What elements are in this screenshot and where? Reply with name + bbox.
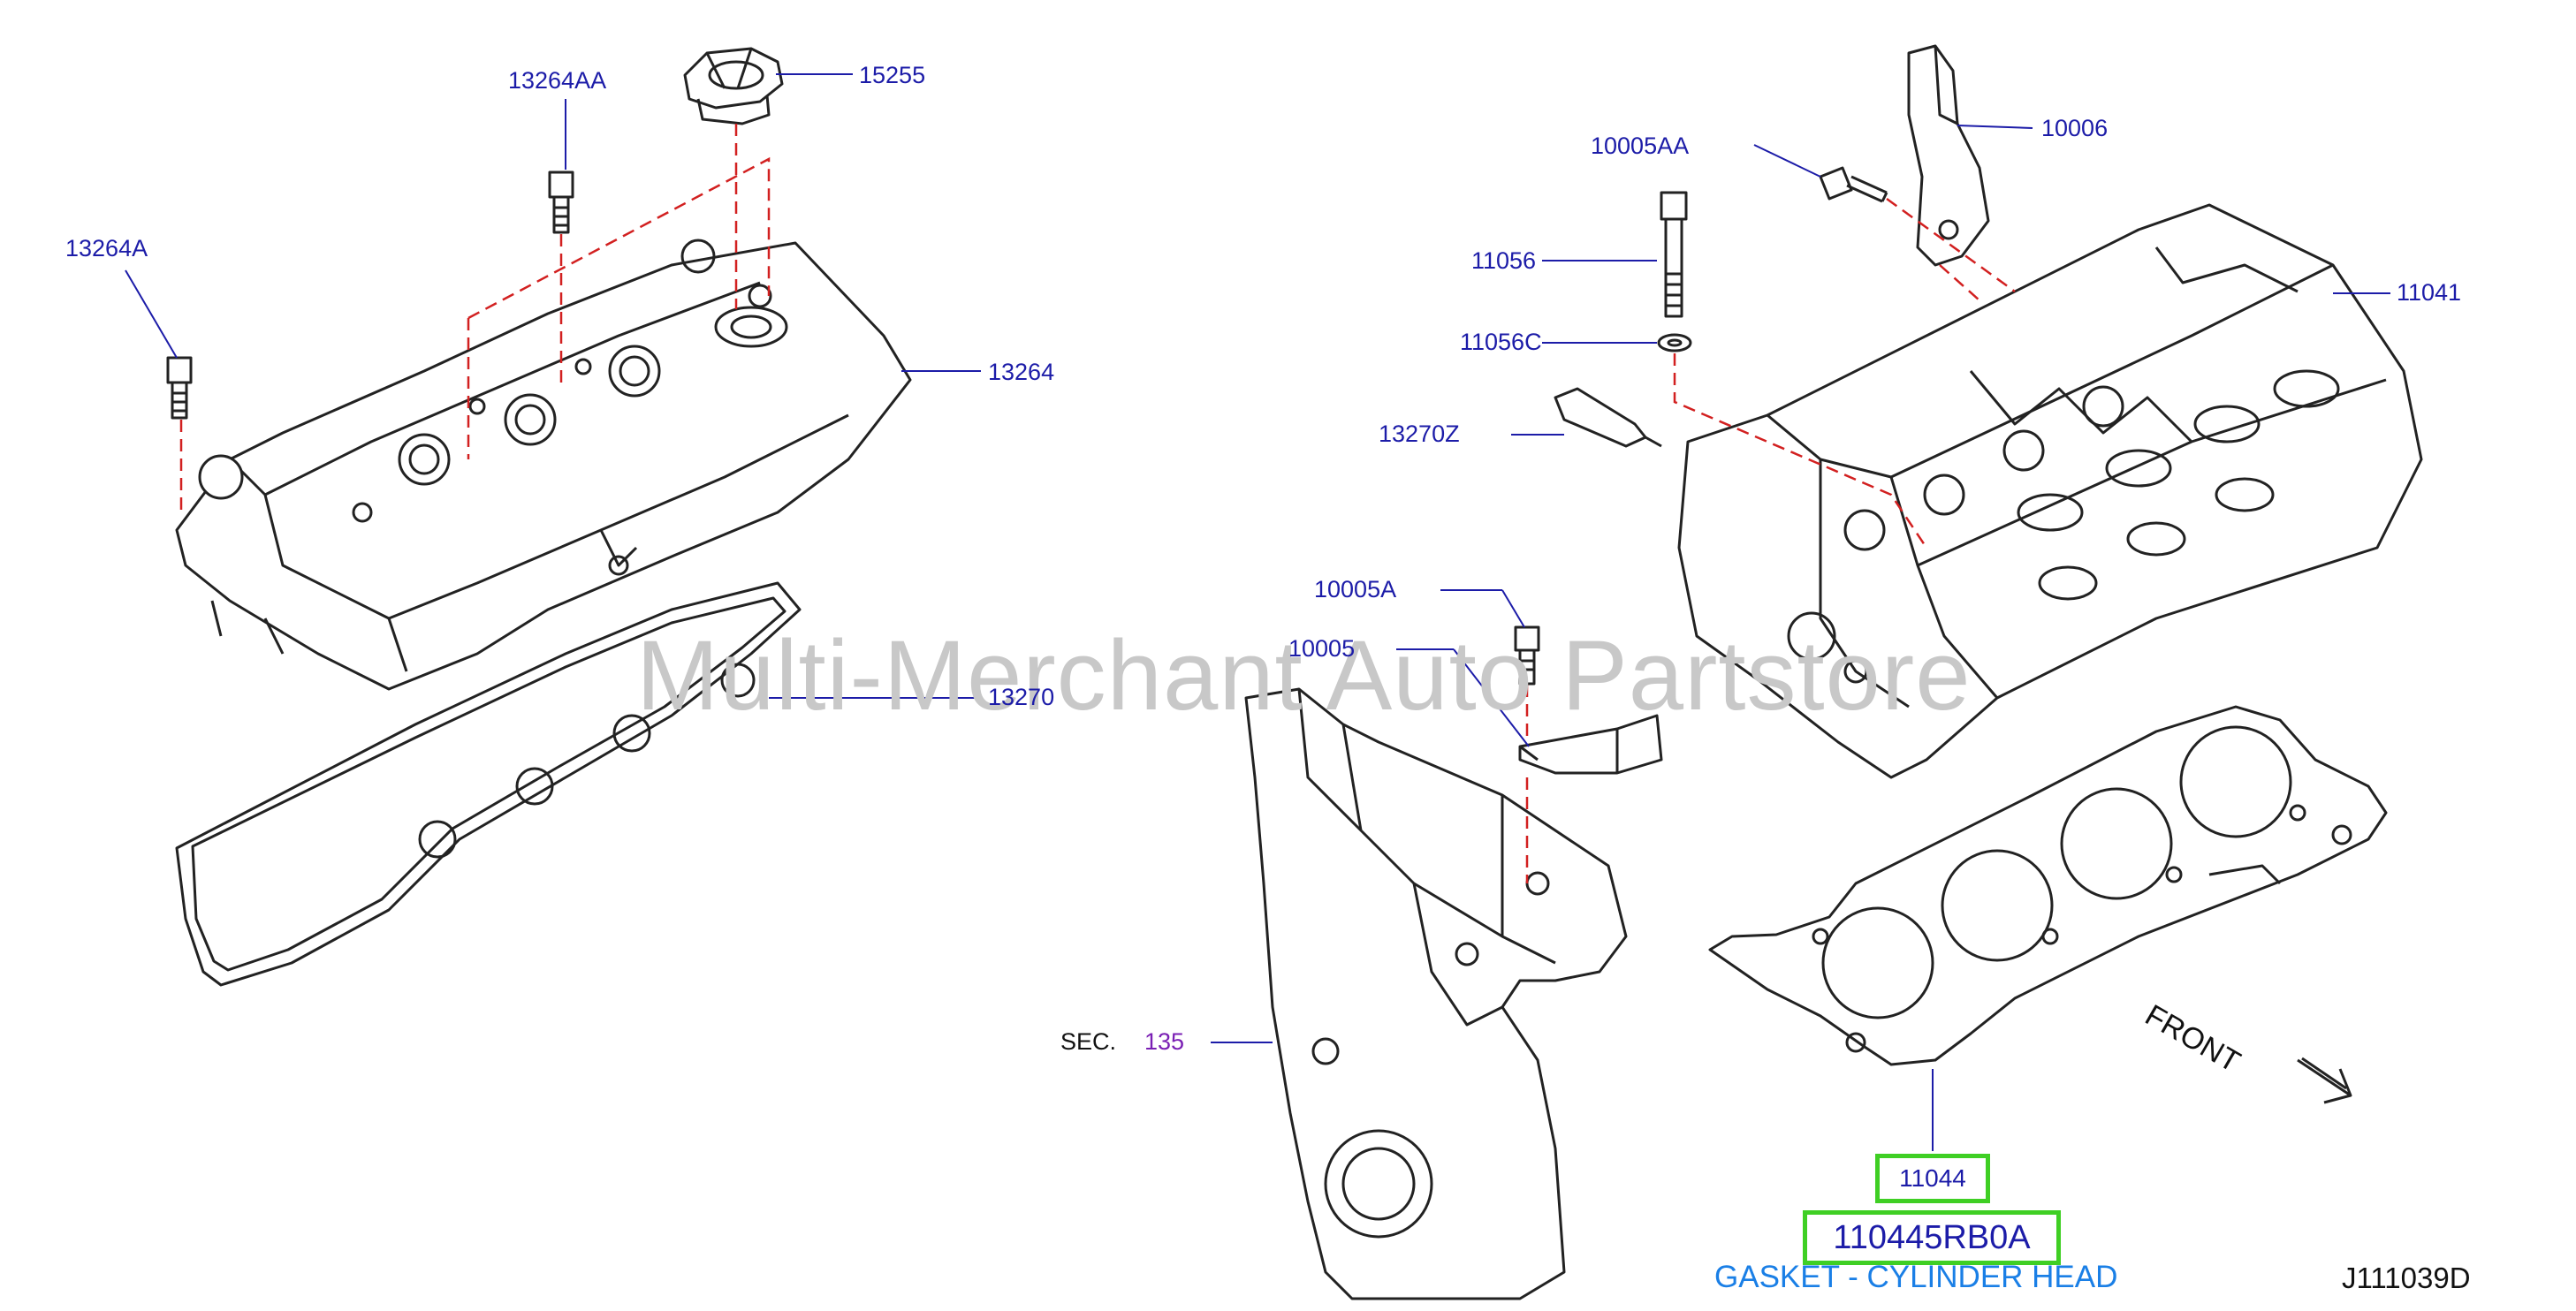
bracket-10006 <box>1907 44 1990 267</box>
callout-15255[interactable]: 15255 <box>859 62 926 88</box>
callout-11044[interactable]: 11044 <box>1875 1154 1990 1203</box>
front-arrow <box>2297 1057 2352 1104</box>
callout-11056[interactable]: 11056 <box>1471 247 1537 274</box>
callout-13264AA[interactable]: 13264AA <box>508 67 607 94</box>
liquid-gasket-tube <box>1554 387 1662 448</box>
part-number-box[interactable]: 110445RB0A <box>1803 1210 2061 1265</box>
sec-number[interactable]: 135 <box>1144 1028 1185 1055</box>
callout-13270[interactable]: 13270 <box>988 684 1055 710</box>
oil-filler-cap <box>683 47 784 125</box>
bolt-13264A <box>166 356 193 420</box>
callout-10005A[interactable]: 10005A <box>1314 576 1397 602</box>
callout-13264[interactable]: 13264 <box>988 359 1055 385</box>
figure-id: J111039D <box>2342 1262 2471 1294</box>
cylinder-head-gasket[interactable] <box>1708 705 2388 1066</box>
bolt-10005AA <box>1819 166 1888 203</box>
head-bolt <box>1660 191 1688 318</box>
bracket-10005 <box>1518 714 1663 775</box>
leader-lines <box>125 73 2390 1151</box>
callout-11056C[interactable]: 11056C <box>1460 329 1542 355</box>
rocker-cover <box>175 239 912 691</box>
callout-13264A[interactable]: 13264A <box>65 235 148 261</box>
part-description: GASKET - CYLINDER HEAD <box>1714 1260 2118 1294</box>
bolt-10005A <box>1514 625 1540 686</box>
callout-10005[interactable]: 10005 <box>1288 635 1356 662</box>
head-bolt-washer <box>1657 333 1692 352</box>
rocker-cover-gasket <box>175 581 802 987</box>
cylinder-head <box>1677 203 2423 779</box>
callout-10006[interactable]: 10006 <box>2041 115 2109 141</box>
timing-chain-case <box>1244 687 1628 1300</box>
callout-11041[interactable]: 11041 <box>2397 279 2462 306</box>
bolt-13264AA <box>548 171 574 234</box>
installation-lines <box>179 124 2016 883</box>
callout-13270Z[interactable]: 13270Z <box>1379 421 1460 447</box>
callout-10005AA[interactable]: 10005AA <box>1591 133 1690 159</box>
sec-label: SEC. <box>1060 1028 1117 1055</box>
